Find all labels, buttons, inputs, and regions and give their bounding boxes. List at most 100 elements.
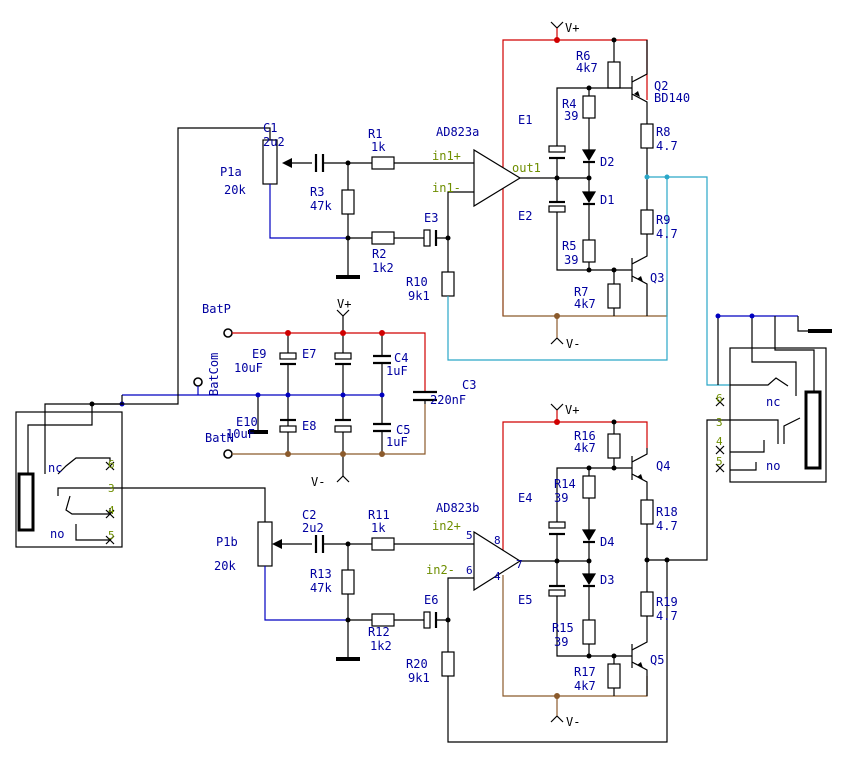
ref-r3: R3: [310, 185, 324, 199]
ref-r19: R19: [656, 595, 678, 609]
net-vplus-top: V+: [565, 21, 579, 35]
labels: V+ V- V+ V- V+ V- BatP BatCom BatN AD823…: [48, 21, 780, 729]
ref-r13: R13: [310, 567, 332, 581]
ref-d4: D4: [600, 535, 614, 549]
jack-right: [715, 313, 832, 483]
ref-p1b: P1b: [216, 535, 238, 549]
jack-left-no: no: [50, 527, 64, 541]
ref-e1: E1: [518, 113, 532, 127]
resistor-r17: [607, 663, 621, 689]
val-c5: 1uF: [386, 435, 408, 449]
val-r4: 39: [564, 109, 578, 123]
ref-r16: R16: [574, 429, 596, 443]
pin-4: 4: [494, 570, 501, 583]
jack-left: [15, 375, 266, 548]
resistor-r20: [441, 651, 455, 677]
val-r3: 47k: [310, 199, 332, 213]
ref-q3: Q3: [650, 271, 664, 285]
val-r12: 1k2: [370, 639, 392, 653]
resistor-r11: [371, 537, 395, 551]
label-in1m: in1-: [432, 181, 461, 195]
net-vminus-bot: V-: [566, 715, 580, 729]
resistor-r3: [341, 189, 355, 215]
net-vminus-mid: V-: [311, 475, 325, 489]
val-r9: 4.7: [656, 227, 678, 241]
pot-p1b: [257, 521, 273, 567]
label-batn: BatN: [205, 431, 234, 445]
batp-rail: [232, 332, 426, 392]
label-in2m: in2-: [426, 563, 455, 577]
ref-r1: R1: [368, 127, 382, 141]
val-q2: BD140: [654, 91, 690, 105]
jack-right-nc: nc: [766, 395, 780, 409]
ref-r15: R15: [552, 621, 574, 635]
resistor-r2: [371, 231, 395, 245]
val-r8: 4.7: [656, 139, 678, 153]
ref-r4: R4: [562, 97, 576, 111]
ref-r14: R14: [554, 477, 576, 491]
ref-c1: C1: [263, 121, 277, 135]
ref-e5: E5: [518, 593, 532, 607]
ref-q2: Q2: [654, 79, 668, 93]
resistor-r16: [607, 433, 621, 459]
pot-wiper-b: [272, 539, 282, 549]
opamp-ad823a: [473, 148, 522, 208]
val-r10: 9k1: [408, 289, 430, 303]
resistor-r19: [640, 591, 654, 617]
ref-r20: R20: [406, 657, 428, 671]
jack-right-pin6: 6: [716, 392, 723, 405]
val-c3: 220nF: [430, 393, 466, 407]
label-batp: BatP: [202, 302, 231, 316]
resistor-r13: [341, 569, 355, 595]
ref-r12: R12: [368, 625, 390, 639]
ref-e8: E8: [302, 419, 316, 433]
jack-left-pin4: 4: [108, 504, 115, 517]
terminal-batn: [223, 449, 233, 459]
net-vplus-bot: V+: [565, 403, 579, 417]
net-vplus-mid: V+: [337, 297, 351, 311]
opamp-ad823b: [473, 530, 522, 592]
net-vminus-top: V-: [566, 337, 580, 351]
ref-r9: R9: [656, 213, 670, 227]
jack-right-pin3: 3: [716, 416, 723, 429]
ref-e2: E2: [518, 209, 532, 223]
resistor-r1: [371, 156, 395, 170]
jack-left-pin5: 5: [108, 529, 115, 542]
diode-d4: [581, 529, 597, 542]
resistor-r18: [640, 499, 654, 525]
val-r15: 39: [554, 635, 568, 649]
feedback-wire-b: [447, 560, 668, 743]
ref-r11: R11: [368, 508, 390, 522]
label-in2p: in2+: [432, 519, 461, 533]
ref-r5: R5: [562, 239, 576, 253]
label-batcom: BatCom: [207, 353, 221, 396]
ref-q4: Q4: [656, 459, 670, 473]
ref-e4: E4: [518, 491, 532, 505]
val-c2: 2u2: [302, 521, 324, 535]
val-r16: 4k7: [574, 441, 596, 455]
ref-q5: Q5: [650, 653, 664, 667]
ref-e6: E6: [424, 593, 438, 607]
resistor-r9: [640, 209, 654, 235]
val-r13: 47k: [310, 581, 332, 595]
ref-r6: R6: [576, 49, 590, 63]
ref-e10: E10: [236, 415, 258, 429]
jack-right-no: no: [766, 459, 780, 473]
val-e9: 10uF: [234, 361, 263, 375]
resistor-r5: [582, 239, 596, 263]
val-r1: 1k: [371, 140, 386, 154]
label-ad823a: AD823a: [436, 125, 479, 139]
channel-a: [177, 21, 730, 386]
ref-p1a: P1a: [220, 165, 242, 179]
diode-d2: [581, 149, 597, 162]
output-wire-b: [647, 419, 730, 561]
val-e10: 10uF: [226, 427, 255, 441]
diode-d3: [581, 573, 597, 586]
resistor-r14: [582, 475, 596, 499]
ref-r18: R18: [656, 505, 678, 519]
jack-right-pin4: 4: [716, 435, 723, 448]
jack-left-pin6: 6: [108, 458, 115, 471]
val-r2: 1k2: [372, 261, 394, 275]
jack-left-nc: nc: [48, 461, 62, 475]
